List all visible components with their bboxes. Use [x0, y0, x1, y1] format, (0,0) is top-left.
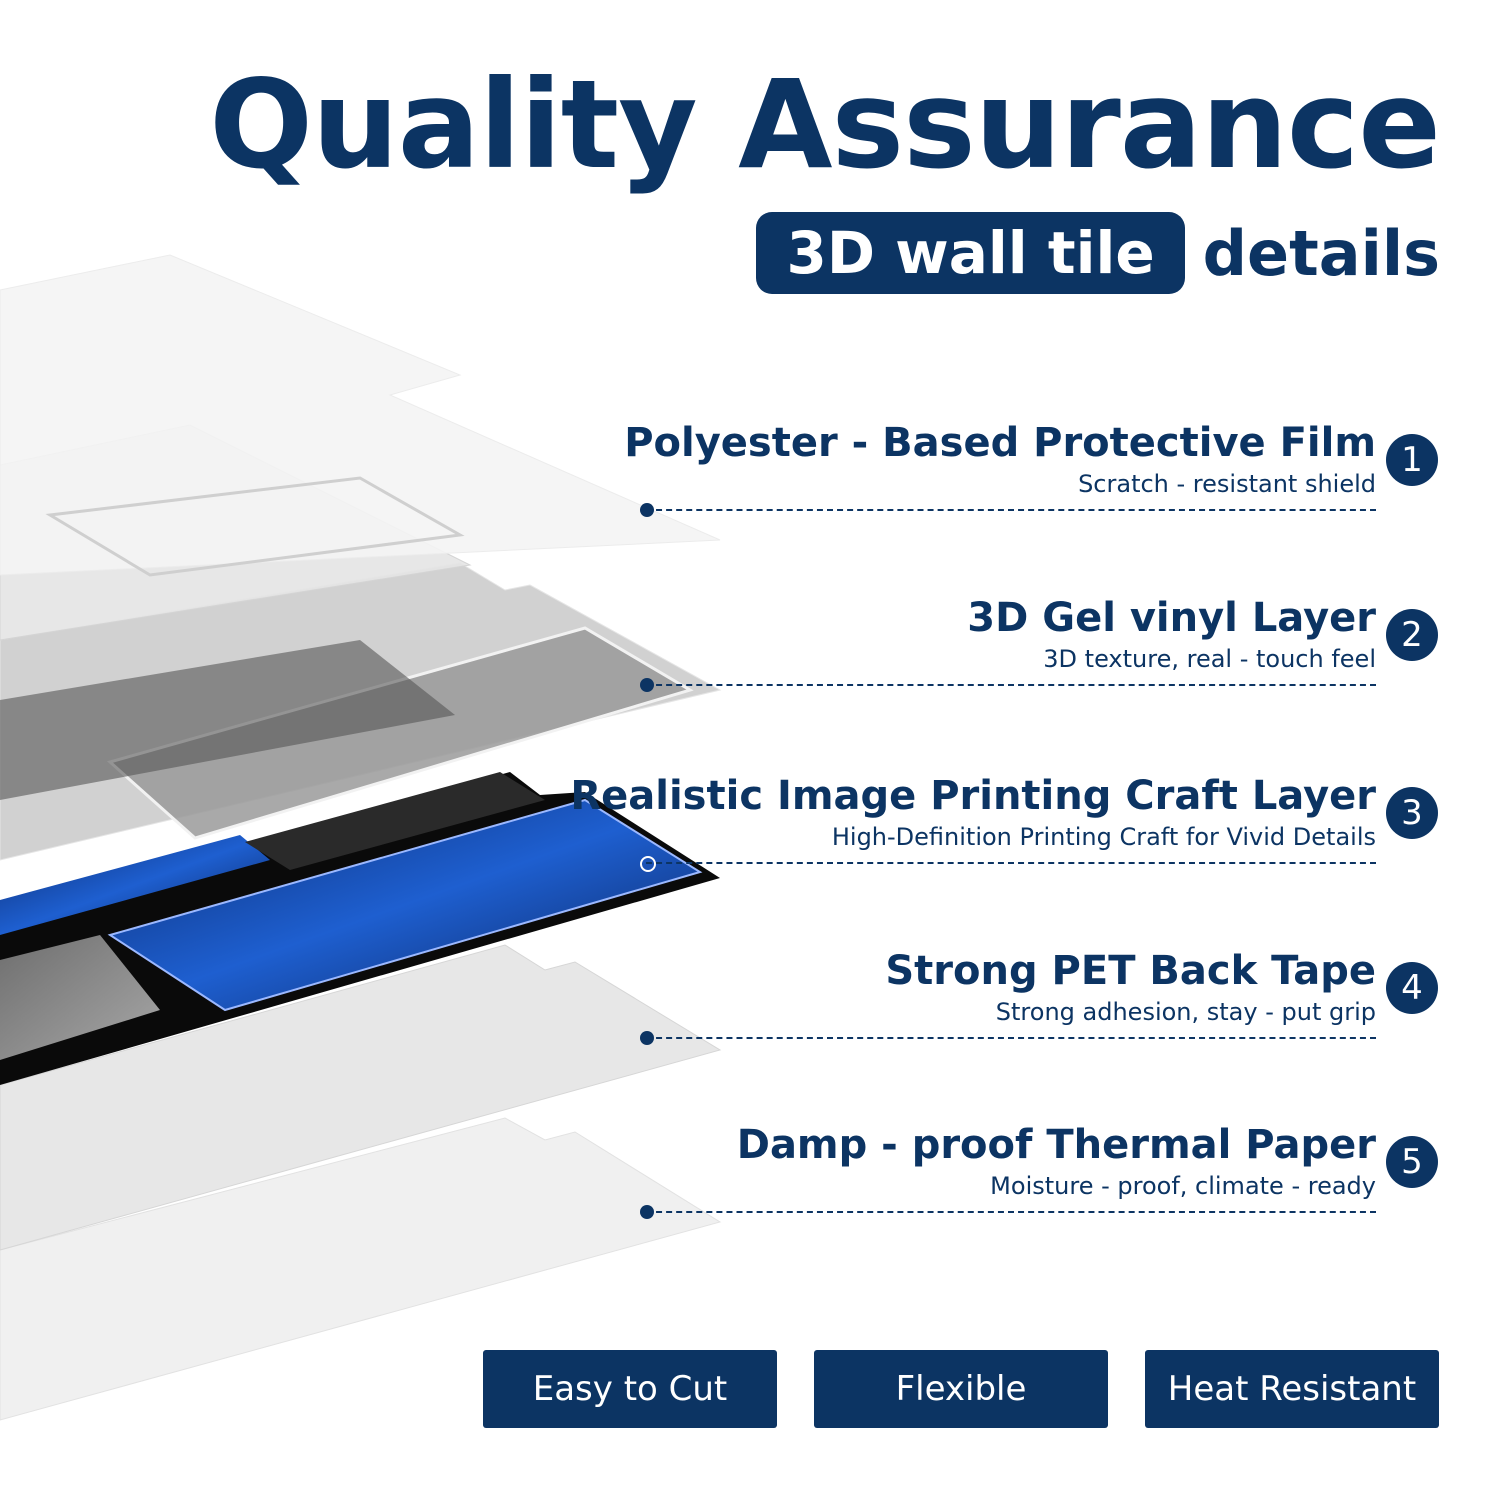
layer-name: 3D Gel vinyl Layer	[967, 595, 1376, 641]
layer-description: Scratch - resistant shield	[1078, 470, 1376, 498]
layer-name: Damp - proof Thermal Paper	[736, 1122, 1376, 1168]
leader-dot	[640, 1031, 654, 1045]
layer-number-badge: 1	[1386, 434, 1438, 486]
feature-heat-resistant-button[interactable]: Heat Resistant	[1145, 1350, 1439, 1428]
feature-flexible-button[interactable]: Flexible	[814, 1350, 1108, 1428]
leader-dot	[640, 503, 654, 517]
pet-tape-sheet	[0, 944, 722, 1251]
leader-line	[646, 684, 1376, 686]
leader-dot	[640, 1205, 654, 1219]
protective-film-top	[0, 254, 721, 576]
stone-tile-left	[0, 935, 160, 1060]
layer-row-1: Polyester - Based Protective Film Scratc…	[624, 420, 1438, 540]
layer-name: Realistic Image Printing Craft Layer	[570, 773, 1376, 819]
layer-description: Strong adhesion, stay - put grip	[995, 998, 1376, 1026]
film-tile-outline	[45, 476, 465, 577]
layer-name: Polyester - Based Protective Film	[624, 420, 1376, 466]
feature-easy-to-cut-button[interactable]: Easy to Cut	[483, 1350, 777, 1428]
dark-slate-tile	[245, 772, 545, 870]
page-title: Quality Assurance	[209, 54, 1441, 196]
layer-row-2: 3D Gel vinyl Layer 3D texture, real - to…	[640, 595, 1438, 715]
blue-marble-tile	[107, 798, 703, 1012]
leader-line	[646, 862, 1376, 864]
layer-number-badge: 3	[1386, 787, 1438, 839]
layer-description: High-Definition Printing Craft for Vivid…	[831, 823, 1376, 851]
layer-number-badge: 5	[1386, 1136, 1438, 1188]
layer-row-5: Damp - proof Thermal Paper Moisture - pr…	[640, 1122, 1438, 1242]
leader-line	[646, 1037, 1376, 1039]
gel-dark-band	[0, 640, 455, 800]
layer-row-4: Strong PET Back Tape Strong adhesion, st…	[640, 948, 1438, 1068]
leader-line	[646, 1211, 1376, 1213]
leader-dot	[640, 678, 654, 692]
layer-number-badge: 2	[1386, 609, 1438, 661]
blue-marble-tile-left	[0, 835, 270, 935]
layer-number-badge: 4	[1386, 962, 1438, 1014]
layer-stack-illustration	[0, 254, 722, 1421]
leader-line	[646, 509, 1376, 511]
subtitle-word: details	[1202, 216, 1440, 290]
layer-row-3: Realistic Image Printing Craft Layer Hig…	[570, 773, 1438, 893]
thermal-paper-sheet	[0, 1117, 722, 1421]
subtitle: 3D wall tile details	[756, 212, 1440, 294]
layer-description: Moisture - proof, climate - ready	[990, 1172, 1376, 1200]
product-pill: 3D wall tile	[756, 212, 1185, 294]
layer-description: 3D texture, real - touch feel	[1043, 645, 1376, 673]
gel-stone-tile	[106, 626, 694, 840]
layer-name: Strong PET Back Tape	[885, 948, 1376, 994]
leader-dot	[640, 856, 656, 872]
